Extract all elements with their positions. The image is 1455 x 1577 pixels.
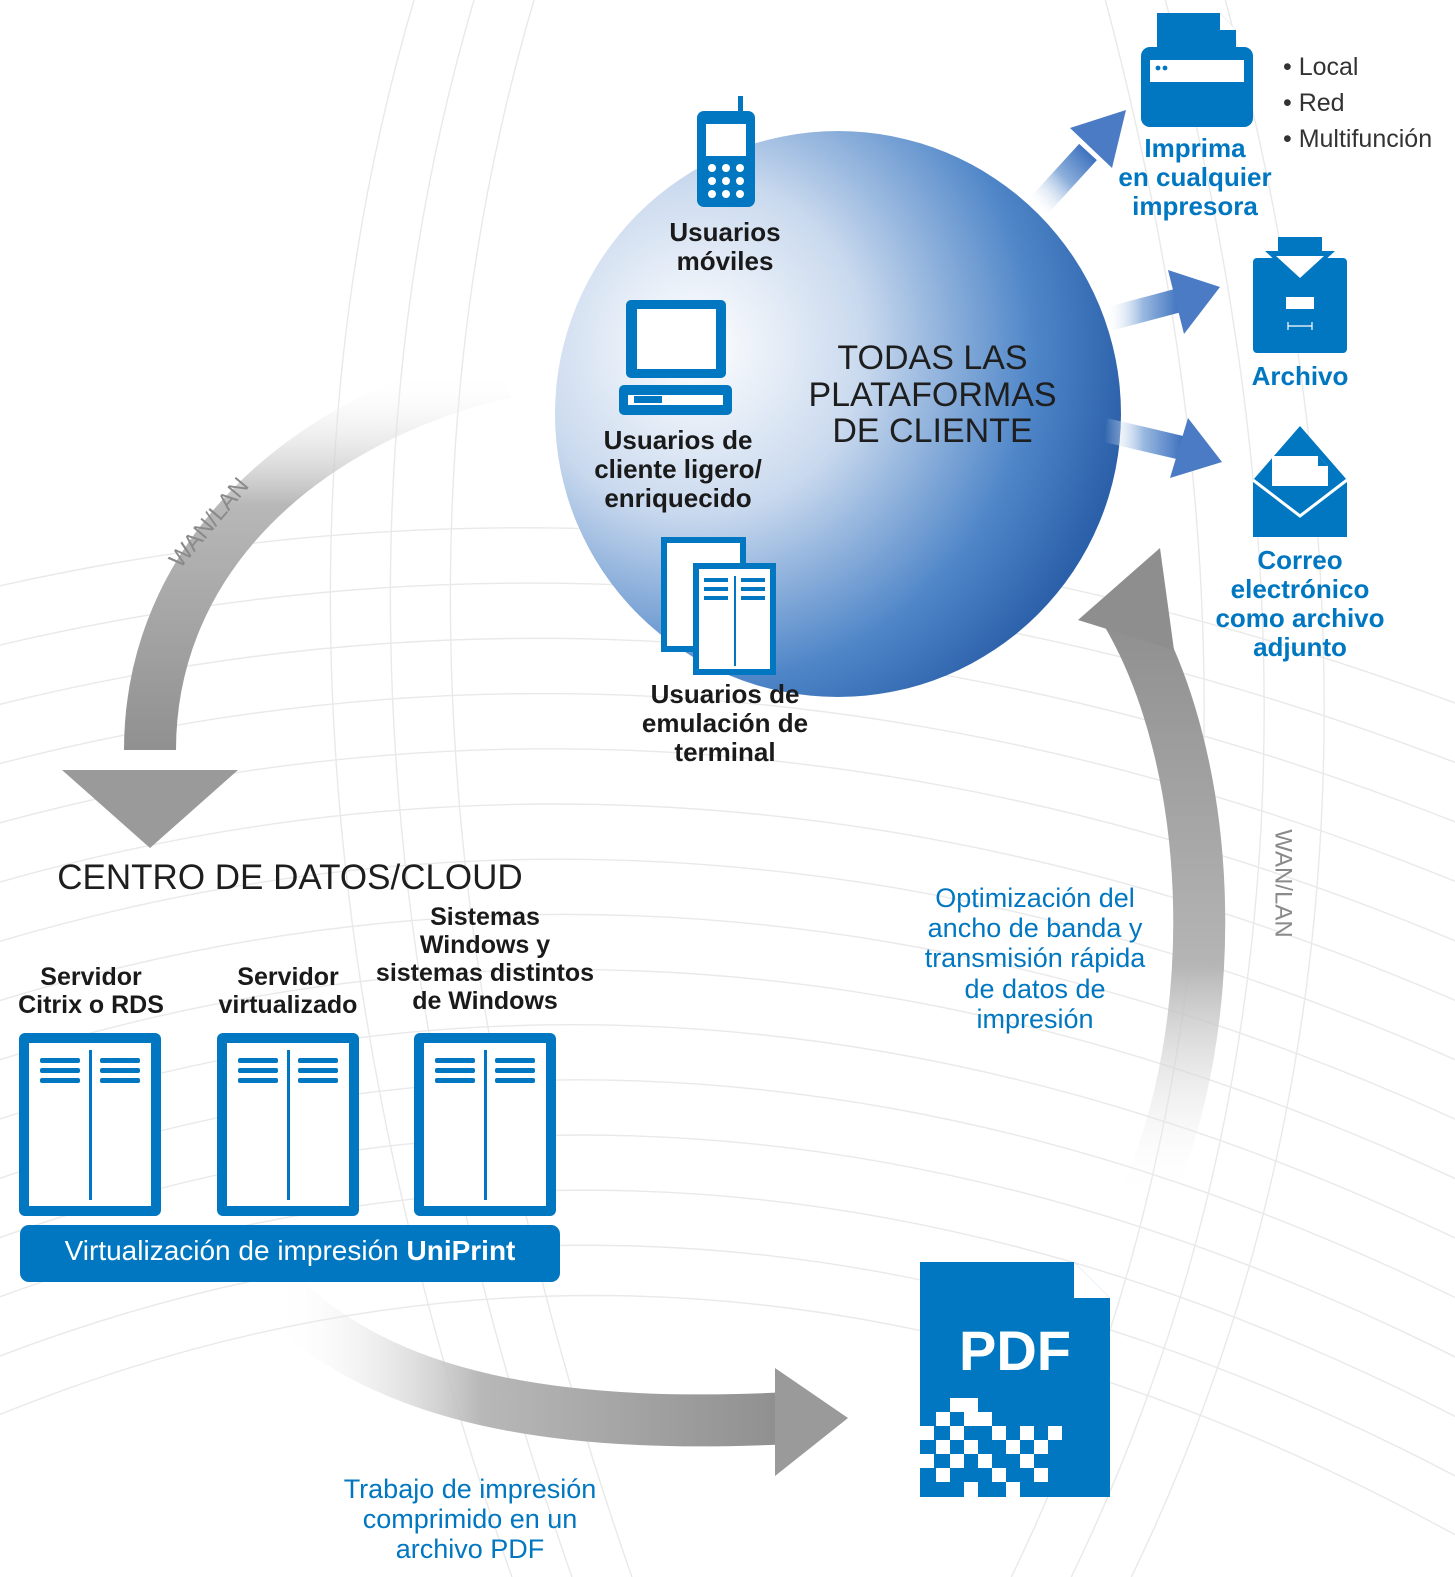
output-label-email: Correo electrónico como archivo adjunto <box>1215 545 1385 663</box>
print-job-label: Trabajo de impresión comprimido en un ar… <box>343 1474 597 1565</box>
uniprint-banner-text: Virtualización de impresión UniPrint <box>20 1235 560 1267</box>
uniprint-banner <box>20 1225 560 1282</box>
output-label-archive: Archivo <box>1251 361 1349 391</box>
datacenter-title: CENTRO DE DATOS/CLOUD <box>57 858 523 897</box>
client-label-mobile: Usuarios móviles <box>669 217 781 277</box>
wan-arrow-to-datacenter <box>62 346 511 848</box>
terminal-documents-icon <box>661 537 776 675</box>
mobile-phone-icon <box>697 96 755 207</box>
server-icon-virtualized <box>217 1033 359 1216</box>
client-label-thin: Usuarios de cliente ligero/ enriquecido <box>594 425 762 514</box>
output-arrow-printer <box>1026 110 1126 219</box>
printer-type-item: • Multifunción <box>1283 125 1433 153</box>
center-title: TODAS LAS PLATAFORMAS DE CLIENTE <box>808 339 1057 451</box>
server-label-virtualized: Servidor virtualizado <box>218 963 358 1019</box>
printer-type-item: • Local <box>1283 53 1359 81</box>
pdf-label: PDF <box>959 1319 1071 1382</box>
optimization-label: Optimización del ancho de banda y transm… <box>924 883 1146 1034</box>
output-arrow-archive <box>1101 270 1220 334</box>
output-arrow-email <box>1102 418 1222 478</box>
printer-icon <box>1141 13 1253 127</box>
banner-prefix: Virtualización de impresión <box>64 1235 407 1266</box>
banner-brand: UniPrint <box>406 1235 516 1266</box>
email-envelope-icon <box>1252 426 1348 537</box>
output-label-printer: Imprima en cualquier impresora <box>1118 133 1272 222</box>
archive-box-icon <box>1253 237 1347 353</box>
printer-types-list: • Local • Red • Multifunción <box>1283 49 1453 157</box>
server-icon-windows-systems <box>414 1033 556 1216</box>
print-job-arrow <box>256 1271 848 1476</box>
pdf-document-icon <box>920 1262 1110 1497</box>
printer-type-item: • Red <box>1283 89 1345 117</box>
wan-lan-label-right: WAN/LAN <box>1269 829 1297 938</box>
server-label-citrix: Servidor Citrix o RDS <box>18 963 164 1019</box>
client-label-terminal: Usuarios de emulación de terminal <box>641 679 809 768</box>
server-label-windows: Sistemas Windows y sistemas distintos de… <box>375 903 595 1015</box>
desktop-computer-icon <box>619 300 732 415</box>
server-icon-citrix <box>19 1033 161 1216</box>
wan-arrow-to-clients <box>1078 548 1226 1211</box>
